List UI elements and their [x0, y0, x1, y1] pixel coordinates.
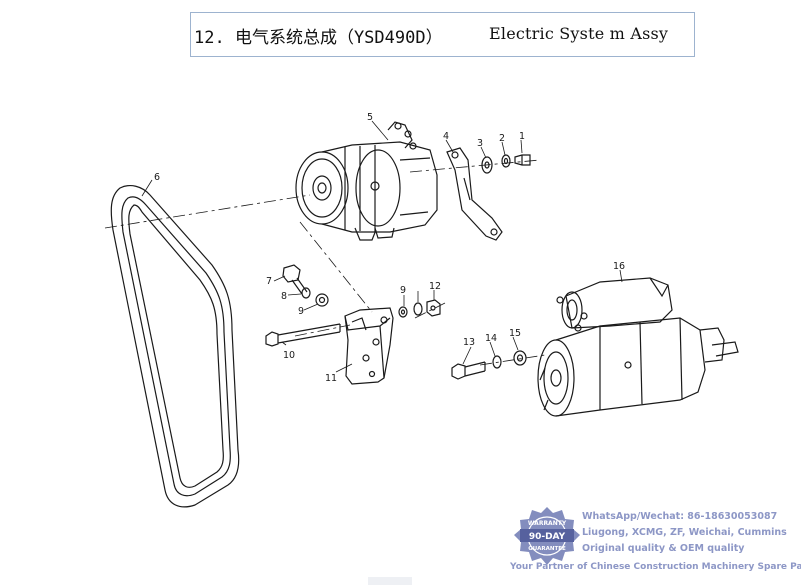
callout-10: 10 [283, 350, 295, 361]
callout-11: 11 [325, 373, 337, 384]
callout-14: 14 [485, 333, 497, 344]
watermark-brands: Liugong, XCMG, ZF, Weichai, Cummins [582, 527, 787, 538]
center-lines [104, 159, 546, 366]
v-belt [110, 185, 240, 508]
page-tab [368, 577, 412, 585]
title-chinese: 12. 电气系统总成（YSD490D） [194, 28, 443, 48]
callout-1: 1 [519, 131, 525, 142]
callout-2: 2 [499, 133, 505, 144]
bolt-7 [282, 264, 308, 295]
warranty-badge-icon: WARRANTY 90-DAY GUARANTEE [514, 507, 580, 565]
callout-8: 8 [281, 291, 287, 302]
title-box: 12. 电气系统总成（YSD490D） Electric Syste m Ass… [190, 12, 695, 57]
callout-13: 13 [463, 337, 475, 348]
callout-9b: 9 [400, 285, 406, 296]
callout-15: 15 [509, 328, 521, 339]
callout-16: 16 [613, 261, 625, 272]
callout-labels: 1 2 3 4 5 6 7 8 9 9 10 11 12 13 14 15 16 [154, 112, 625, 384]
nut-washers-right [398, 299, 441, 318]
bolt-washers-top [481, 154, 531, 174]
title-english: Electric Syste m Assy [489, 24, 669, 43]
callout-5: 5 [367, 112, 373, 123]
callout-12: 12 [429, 281, 441, 292]
badge-bottom-text: GUARANTEE [528, 546, 566, 552]
callout-7: 7 [266, 276, 272, 287]
adjusting-strap [446, 147, 503, 241]
washers-8-9 [301, 287, 329, 307]
bolt-13-washers [451, 350, 527, 380]
watermark-contact: WhatsApp/Wechat: 86-18630053087 [582, 511, 778, 522]
callout-9a: 9 [298, 306, 304, 317]
mounting-bracket [344, 307, 394, 385]
badge-main-text: 90-DAY [529, 532, 566, 542]
alternator [295, 121, 438, 241]
leader-lines [141, 120, 623, 373]
callout-6: 6 [154, 172, 160, 183]
starter-motor [537, 277, 739, 417]
watermark-quality: Original quality & OEM quality [582, 543, 745, 554]
long-bolt-10 [265, 323, 341, 347]
badge-top-text: WARRANTY [528, 520, 567, 527]
watermark: WARRANTY 90-DAY GUARANTEE WhatsApp/Wecha… [510, 505, 801, 580]
callout-4: 4 [443, 131, 449, 142]
callout-3: 3 [477, 138, 483, 149]
watermark-tagline: Your Partner of Chinese Construction Mac… [510, 562, 801, 572]
